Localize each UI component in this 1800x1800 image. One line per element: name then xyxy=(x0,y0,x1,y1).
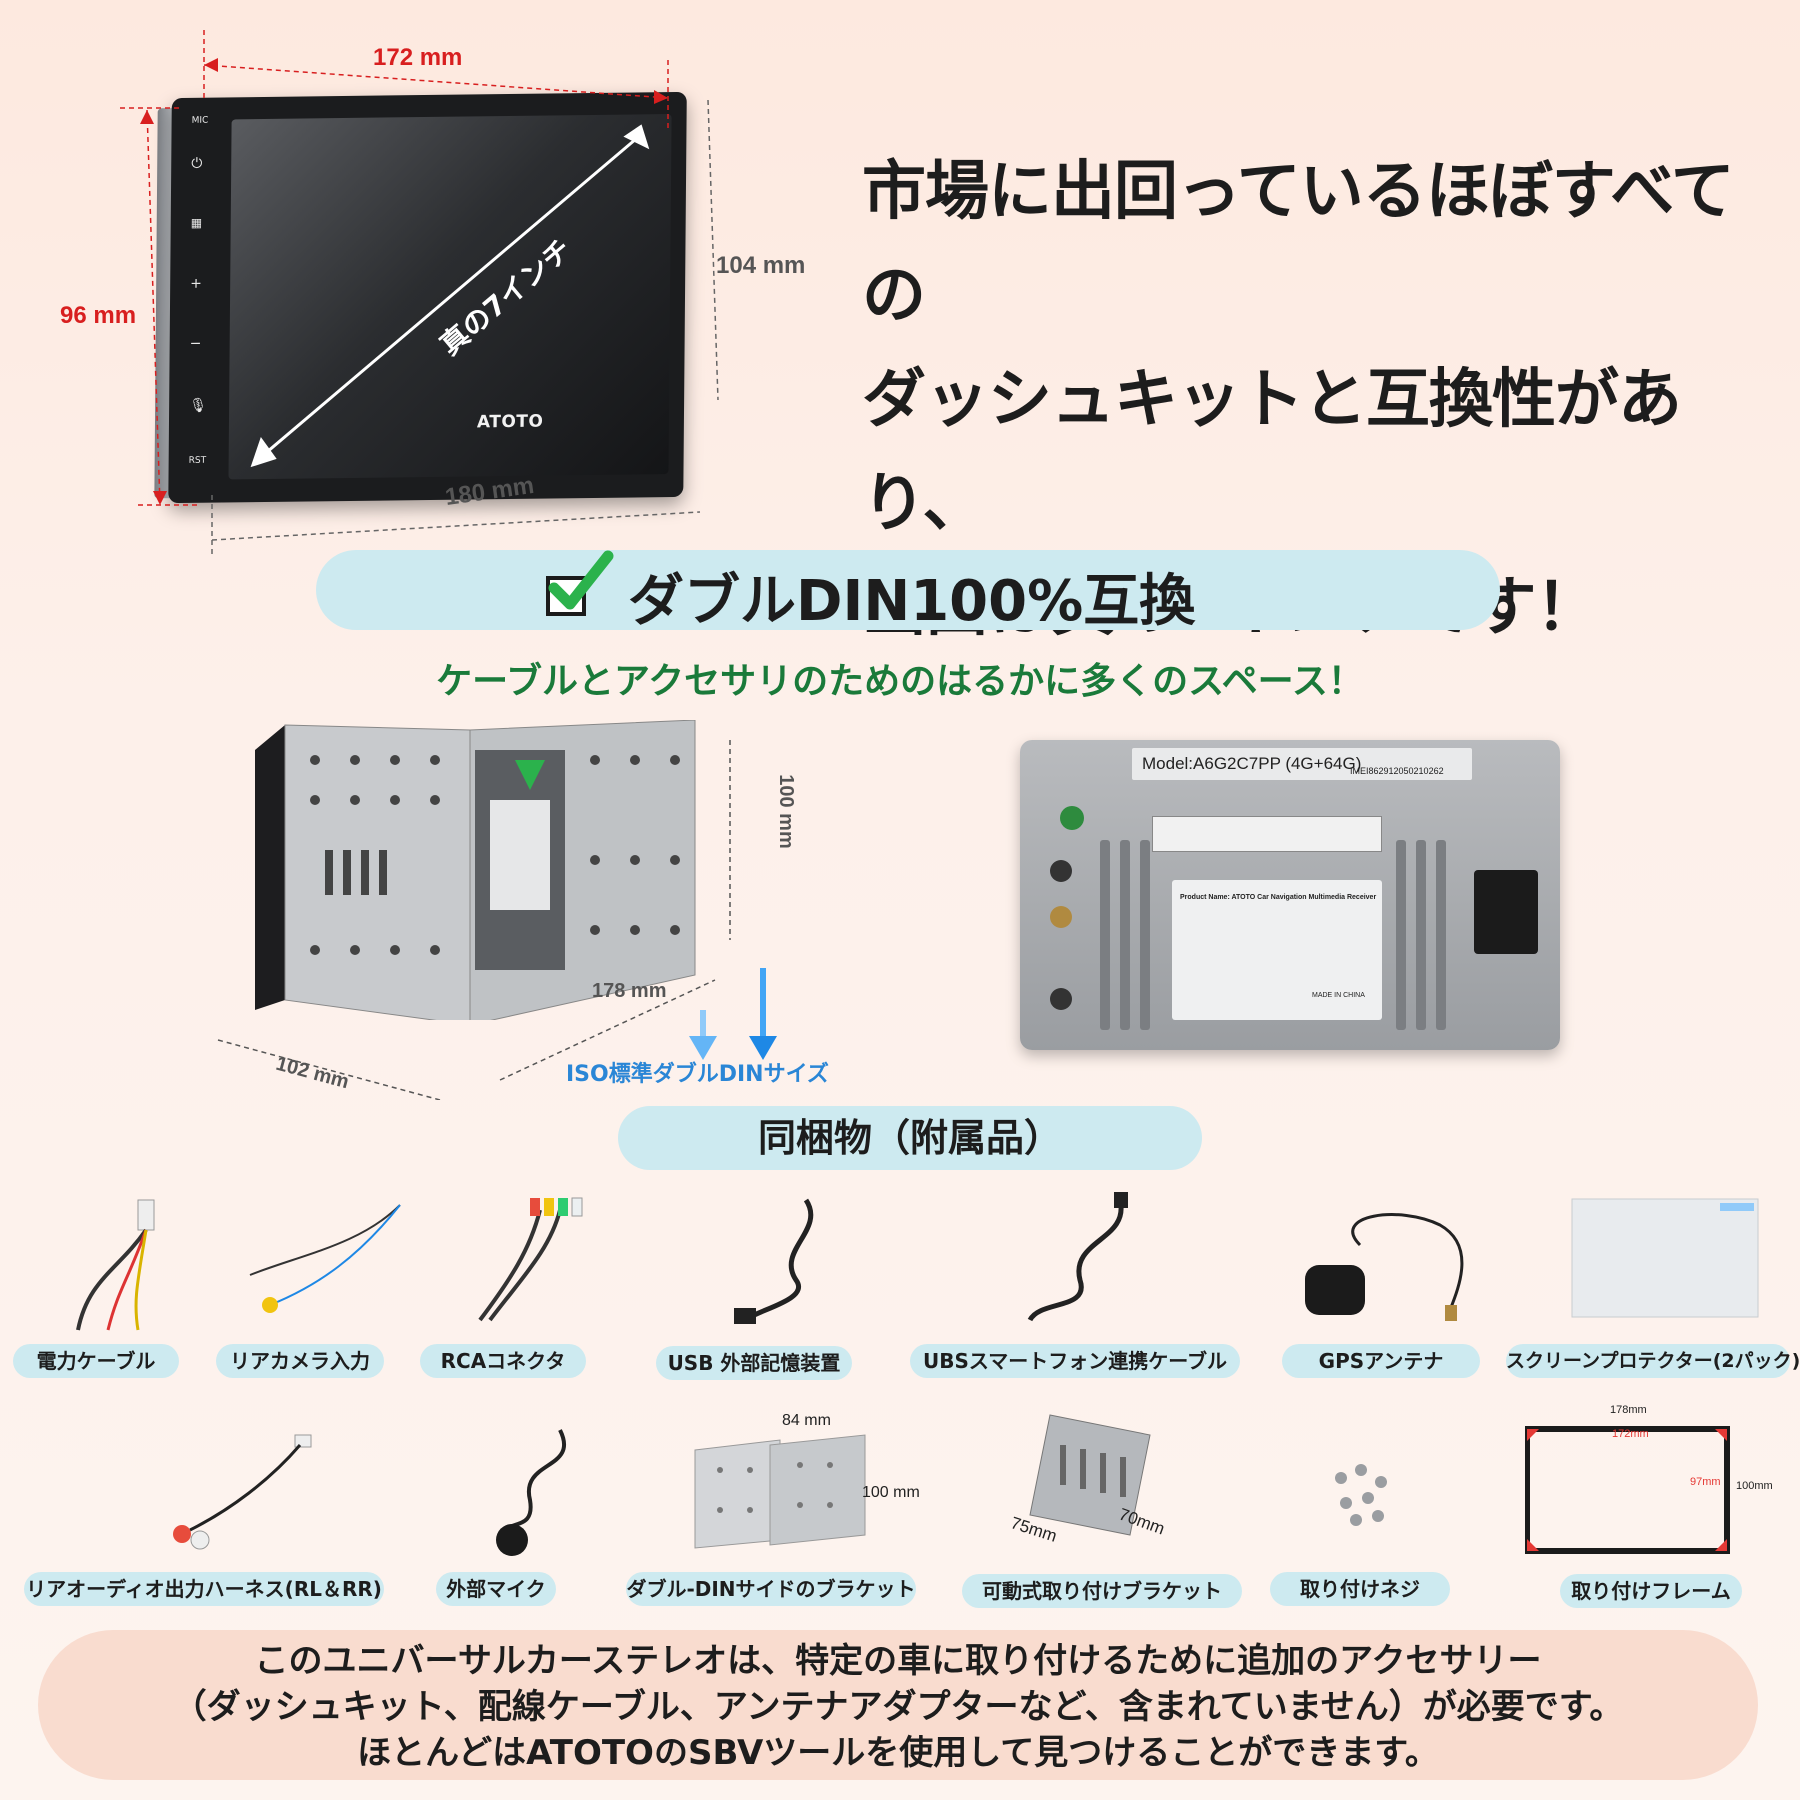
frame-outer-height: 100mm xyxy=(1736,1480,1773,1492)
frame-outer-width: 178mm xyxy=(1610,1404,1647,1416)
head-unit-rear-image: Model:A6G2C7PP (4G+64G) IMEI862912050210… xyxy=(1020,740,1560,1050)
frame-inner-width: 172mm xyxy=(1612,1428,1649,1440)
mounting-bracket-icon xyxy=(1029,1414,1151,1536)
audio-harness-icon xyxy=(173,1434,312,1550)
arrow-down-large-icon xyxy=(749,1036,777,1060)
harness-connector xyxy=(1152,816,1382,852)
arrow-down-small-icon xyxy=(689,1036,717,1060)
double-din-cage-image xyxy=(255,720,696,1020)
made-in-text: MADE IN CHINA xyxy=(1312,992,1365,999)
headline-line-2: ダッシュキットと互換性があり、 xyxy=(862,363,1682,541)
label-mounting-frame: 取り付けフレーム xyxy=(1560,1574,1742,1608)
front-dimension-lines xyxy=(120,30,719,555)
label-side-bracket: ダブル-DINサイドのブラケット xyxy=(626,1572,916,1606)
label-audio-harness: リアオーディオ出力ハーネス(RL＆RR) xyxy=(24,1572,384,1606)
unit-screen: 真の7インチ xyxy=(228,114,672,480)
screen-protector-icon xyxy=(1571,1198,1759,1318)
dim-width-top: 172 mm xyxy=(373,44,463,71)
label-screws: 取り付けネジ xyxy=(1270,1572,1450,1606)
wifi-port-icon xyxy=(1050,860,1072,882)
label-microphone: 外部マイク xyxy=(436,1572,556,1606)
arrow-shaft-large xyxy=(760,968,766,1040)
bracket-height-dim: 100 mm xyxy=(862,1484,920,1501)
rca-connector-icon xyxy=(478,1197,583,1322)
note-line-1: このユニバーサルカーステレオは、特定の車に取り付けるために追加のアクセサリー xyxy=(254,1641,1542,1681)
double-din-banner: ダブルDIN100%互換 xyxy=(316,550,1500,634)
head-unit-front-image: 真の7インチ MIC ⏻ ▦ + − 🎙 RST ATOTO xyxy=(154,91,687,513)
dim-height-right: 104 mm xyxy=(716,252,806,279)
note-line-3: ほとんどはATOTOのSBVツールを使用して見つけることができます。 xyxy=(357,1733,1439,1773)
product-label: Product Name: ATOTO Car Navigation Multi… xyxy=(1172,880,1382,1020)
label-usb-storage: USB 外部記憶装置 xyxy=(656,1346,852,1380)
side-bracket-icon xyxy=(694,1434,866,1549)
label-rca: RCAコネクタ xyxy=(420,1344,586,1378)
banner-title: ダブルDIN100%互換 xyxy=(628,569,1196,634)
label-screen-protector: スクリーンプロテクター(2パック) xyxy=(1506,1344,1800,1378)
usb-phone-cable-icon xyxy=(1027,1192,1128,1322)
microphone-icon xyxy=(496,1429,567,1556)
label-rear-camera: リアカメラ入力 xyxy=(216,1344,384,1378)
dim-length: 178 mm xyxy=(592,980,667,1002)
imei-text: IMEI862912050210262 xyxy=(1350,766,1444,776)
bracket-width-dim: 84 mm xyxy=(782,1412,831,1429)
frame-inner-height: 97mm xyxy=(1690,1476,1721,1488)
label-power-cable: 電力ケーブル xyxy=(13,1344,179,1378)
banner-subtitle: ケーブルとアクセサリのためのはるかに多くのスペース！ xyxy=(436,661,1364,702)
gps-antenna-icon xyxy=(1305,1213,1464,1321)
power-cable-icon xyxy=(76,1199,155,1331)
antenna-port-icon xyxy=(1060,806,1084,830)
unit-bezel: 真の7インチ MIC ⏻ ▦ + − 🎙 RST ATOTO xyxy=(168,91,687,504)
product-label-title: Product Name: ATOTO Car Navigation Multi… xyxy=(1180,894,1377,901)
installation-note: このユニバーサルカーステレオは、特定の車に取り付けるために追加のアクセサリー （… xyxy=(38,1630,1758,1780)
4g-port-icon xyxy=(1050,988,1072,1010)
note-line-2: （ダッシュキット、配線ケーブル、アンテナアダプターなど、含まれていません）が必要… xyxy=(172,1687,1624,1727)
iso-size-label: ISO標準ダブルDINサイズ xyxy=(566,1062,829,1087)
dim-height-left: 96 mm xyxy=(60,302,137,329)
accessories-title: 同梱物（附属品） xyxy=(618,1106,1202,1170)
dim-depth: 100 mm xyxy=(774,774,797,849)
label-mounting-bracket: 可動式取り付けブラケット xyxy=(962,1574,1242,1608)
label-gps: GPSアンテナ xyxy=(1282,1344,1480,1378)
gps-port-icon xyxy=(1050,906,1072,928)
model-sticker: Model:A6G2C7PP (4G+64G) xyxy=(1132,748,1472,780)
green-check-icon xyxy=(548,550,614,610)
headline-line-1: 市場に出回っているほぼすべての xyxy=(862,155,1735,333)
usb-cable-icon xyxy=(734,1198,814,1324)
iso-connector xyxy=(1474,870,1538,954)
mounting-frame-icon xyxy=(1525,1426,1730,1554)
screws-icon xyxy=(1335,1464,1387,1526)
label-usb-phone: UBSスマートフォン連携ケーブル xyxy=(910,1344,1240,1378)
cage-dimension-lines xyxy=(217,740,731,1100)
diagonal-arrow xyxy=(250,124,650,468)
arrow-shaft-small xyxy=(700,1010,706,1040)
rear-camera-cable-icon xyxy=(249,1204,401,1313)
